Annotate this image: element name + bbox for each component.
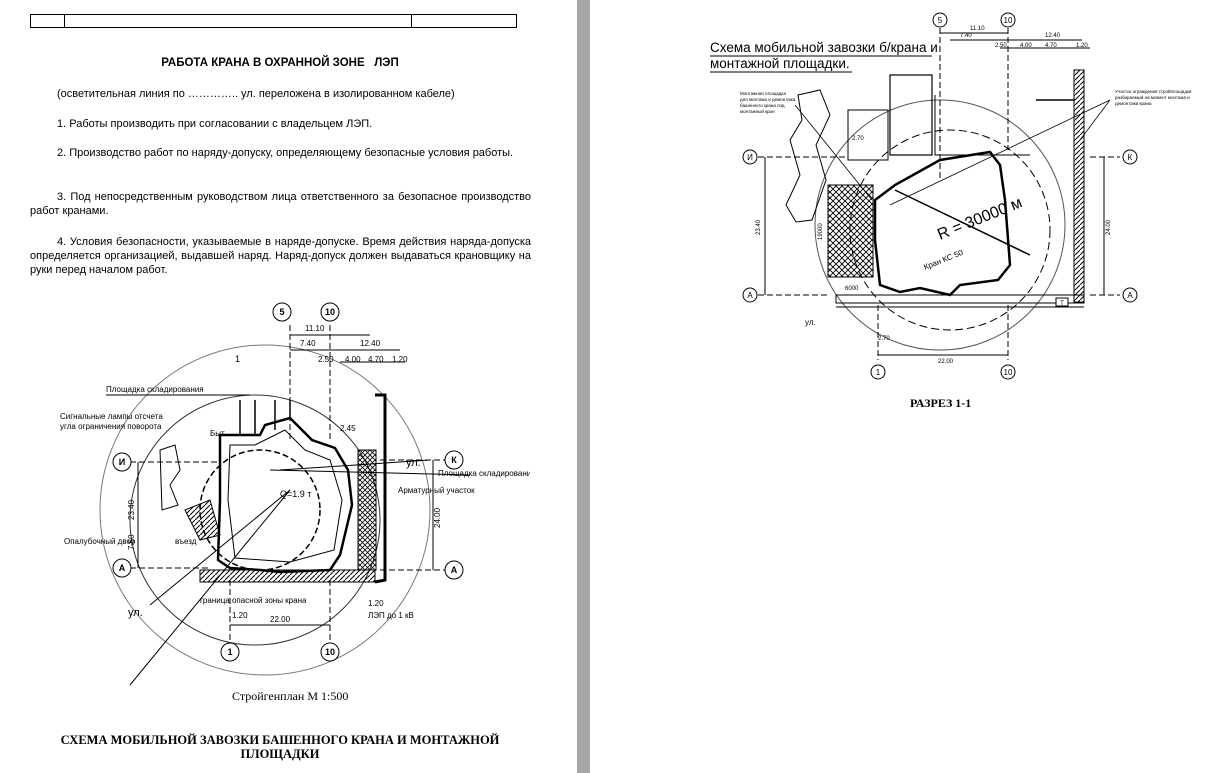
item-1: 1. Работы производить при согласовании с… [57, 118, 373, 130]
axis-label: 1 [227, 647, 232, 657]
dim-label: 22.00 [938, 359, 954, 365]
axis-label: А [747, 291, 753, 300]
item-4: 4. Условия безопасности, указываемые в н… [30, 236, 531, 276]
axis-label: 10 [325, 307, 335, 317]
signal-label-2: угла ограничения поворота [60, 422, 162, 431]
dim-label: 24.00 [1106, 219, 1112, 235]
boundary-label: граница опасной зоны крана [200, 596, 307, 605]
fence-label: демонтажа крана [1115, 101, 1152, 106]
axis-label: 5 [938, 16, 943, 25]
scheme-title-line-1: Схема мобильной завозки б/крана и [710, 40, 938, 55]
mount-area-label: Монтажная площадка [740, 91, 786, 96]
dim-label: 4.70 [368, 355, 384, 364]
fence-label: Участок ограждения стройплощадки [1115, 88, 1192, 94]
dim-label: 2.50 [995, 43, 1007, 49]
dim-label: 7.50 [127, 534, 136, 550]
entry-label: въезд [175, 537, 197, 546]
scheme-title-line-2: монтажной площадки. [710, 56, 850, 71]
site-plan-drawing: 5 10 И К А А 1 10 11.10 7.40 12.40 2.50 … [60, 302, 530, 686]
note-paragraph: (осветительная линия по ………….. ул. перел… [57, 88, 455, 100]
bottom-caption-line-2: ПЛОЩАДКИ [240, 747, 320, 761]
axis-label: К [1128, 153, 1133, 162]
document-page-left: РАБОТА КРАНА В ОХРАННОЙ ЗОНЕ ЛЭП (освети… [0, 0, 577, 773]
axis-label: А [119, 563, 126, 573]
dim-label: 11.10 [305, 324, 325, 333]
cut-label: 1 [235, 354, 240, 364]
power-line-label: ЛЭП до 1 кВ [368, 611, 414, 620]
dim-label: 7.40 [960, 33, 972, 39]
fence-label: разбираемый на момент монтажа и [1115, 94, 1190, 100]
crane-label: Кран КС 50 [922, 248, 965, 272]
dim-label: 1.20 [1076, 43, 1088, 49]
axis-label: 5 [279, 307, 284, 317]
formwork-label: Опалубочный двор [64, 537, 136, 546]
dim-label: 12.40 [360, 339, 381, 348]
mount-area-label: башенного крана под [740, 103, 785, 108]
dim-label: 19000 [818, 223, 824, 240]
axis-label: 1 [876, 368, 881, 377]
dim-label: 2.50 [318, 355, 334, 364]
rebar-label: Арматурный участок [398, 486, 475, 495]
dim-label: 23.40 [127, 499, 136, 520]
dim-label: 4.70 [1045, 43, 1057, 49]
signal-label: Сигнальные лампы отсчета [60, 412, 163, 421]
dim-label: 2.70 [852, 136, 864, 142]
radius-label: R = 30000 м [935, 194, 1025, 243]
dim-label: 11.10 [970, 26, 985, 32]
dim-label: 2.45 [340, 424, 356, 433]
axis-label: И [119, 457, 125, 467]
item-2: 2. Производство работ по наряду-допуску,… [57, 147, 514, 159]
dim-label: 22.00 [270, 615, 291, 624]
dim-label: 4.00 [345, 355, 361, 364]
street-label: ул. [805, 318, 816, 327]
dim-label: 1.20 [368, 599, 384, 608]
dim-label: 24.00 [433, 507, 442, 528]
dim-label: 1.20 [232, 611, 248, 620]
axis-label: А [451, 565, 458, 575]
axis-label: 10 [1004, 16, 1013, 25]
dim-label: 12.40 [1045, 33, 1061, 39]
mount-area-label: для монтажа и демонтажа [740, 97, 796, 102]
dim-label: 23.40 [756, 219, 762, 235]
capacity-label: Q=1.9 т [280, 489, 311, 499]
document-page-right: Схема мобильной завозки б/крана и монтаж… [590, 0, 1212, 773]
section-caption: РАЗРЕЗ 1-1 [910, 396, 972, 410]
doc-title: РАБОТА КРАНА В ОХРАННОЙ ЗОНЕ ЛЭП [161, 57, 399, 69]
plan-caption: Стройгенплан М 1:500 [232, 689, 349, 703]
item-3: 3. Под непосредственным руководством лиц… [30, 191, 531, 217]
dim-label: 4.00 [1020, 43, 1032, 49]
axis-label: К [451, 455, 457, 465]
street-label: ул. [128, 607, 143, 619]
axis-label: 10 [1004, 368, 1013, 377]
street-label-right: ул. [406, 457, 421, 469]
mobile-crane-scheme-drawing: Схема мобильной завозки б/крана и монтаж… [710, 12, 1192, 380]
bottom-caption-line-1: СХЕМА МОБИЛЬНОЙ ЗАВОЗКИ БАШЕННОГО КРАНА … [60, 733, 500, 747]
dim-label: 1.20 [392, 355, 408, 364]
axis-label: 10 [325, 647, 335, 657]
axis-label: А [1127, 291, 1133, 300]
mount-area-label: монтажный кран [740, 108, 775, 114]
dim-label: 6000 [845, 286, 859, 292]
storage-right-label: Площадка складирования [438, 469, 530, 478]
dim-label: 7.40 [300, 339, 316, 348]
t-label: Т [1060, 301, 1064, 307]
axis-label: И [747, 153, 753, 162]
storage-top-label: Площадка складирования [106, 385, 204, 394]
byt-label: Быт. [210, 429, 226, 438]
dim-label: 2.70 [878, 336, 890, 342]
header-table [30, 14, 517, 28]
